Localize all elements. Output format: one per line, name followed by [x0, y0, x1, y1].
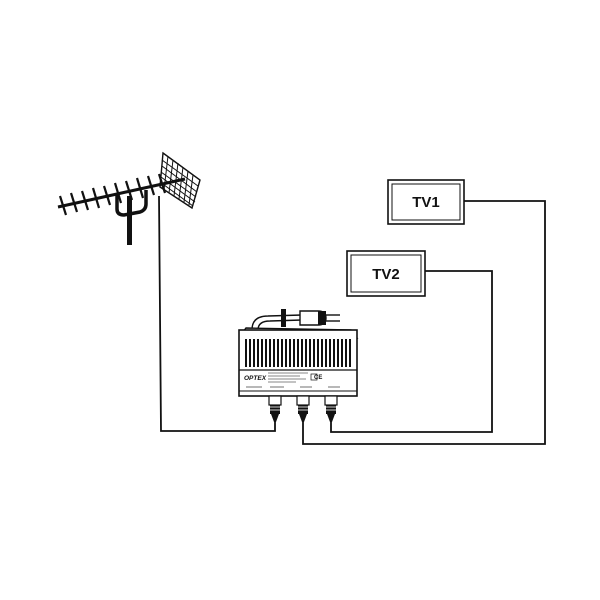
connector-input: [268, 395, 282, 422]
amplifier-fin: [349, 339, 351, 367]
connector-output-1: [296, 395, 310, 422]
amplifier-fin: [313, 339, 315, 367]
amplifier-fin: [289, 339, 291, 367]
tv1-screen: [391, 183, 461, 221]
amplifier-fin: [325, 339, 327, 367]
amplifier-fin: [341, 339, 343, 367]
amplifier-fin: [245, 339, 247, 367]
amplifier-fin: [305, 339, 307, 367]
amplifier-fin: [317, 339, 319, 367]
cord-clip: [281, 309, 286, 327]
amplifier-fin: [249, 339, 251, 367]
amplifier-fin: [265, 339, 267, 367]
amplifier-fin: [321, 339, 323, 367]
antenna-dipole: [115, 190, 148, 217]
amplifier-fin: [273, 339, 275, 367]
tv2-label: TV2: [372, 266, 400, 283]
antenna-mast: [127, 196, 132, 245]
amplifier-fin: [297, 339, 299, 367]
amplifier-fins: [245, 339, 351, 367]
amplifier-fine-print: [246, 372, 340, 388]
amplifier-fin: [281, 339, 283, 367]
amplifier-fin: [257, 339, 259, 367]
amplifier-fin: [301, 339, 303, 367]
tv2-cable: [330, 270, 493, 433]
connector-output-2: [324, 395, 338, 422]
amplifier-fin: [253, 339, 255, 367]
amplifier-fin: [309, 339, 311, 367]
power-plug-icon: [299, 310, 340, 326]
amplifier-fin: [337, 339, 339, 367]
amplifier-fin: [277, 339, 279, 367]
amplifier-fin: [333, 339, 335, 367]
amplifier-fin: [285, 339, 287, 367]
power-cord: [251, 309, 303, 331]
amplifier-fin: [261, 339, 263, 367]
amplifier-fin: [329, 339, 331, 367]
antenna-reflector: [159, 151, 201, 210]
tv1: TV1: [387, 179, 465, 225]
tv1-cable: [302, 200, 546, 445]
tv1-label: TV1: [412, 194, 440, 211]
amplifier-ce-mark: CE: [314, 375, 322, 381]
amplifier-fin: [345, 339, 347, 367]
antenna-boom: [57, 177, 186, 209]
tv2: TV2: [346, 250, 426, 297]
antenna-cable: [158, 195, 276, 432]
distribution-amplifier-icon: OPTEX CE: [238, 327, 359, 397]
amplifier-brand: OPTEX: [244, 375, 267, 382]
amplifier-fin: [269, 339, 271, 367]
cables: [158, 195, 546, 445]
amplifier-fin: [293, 339, 295, 367]
yagi-antenna-icon: [57, 151, 201, 245]
tv2-screen: [350, 254, 422, 293]
